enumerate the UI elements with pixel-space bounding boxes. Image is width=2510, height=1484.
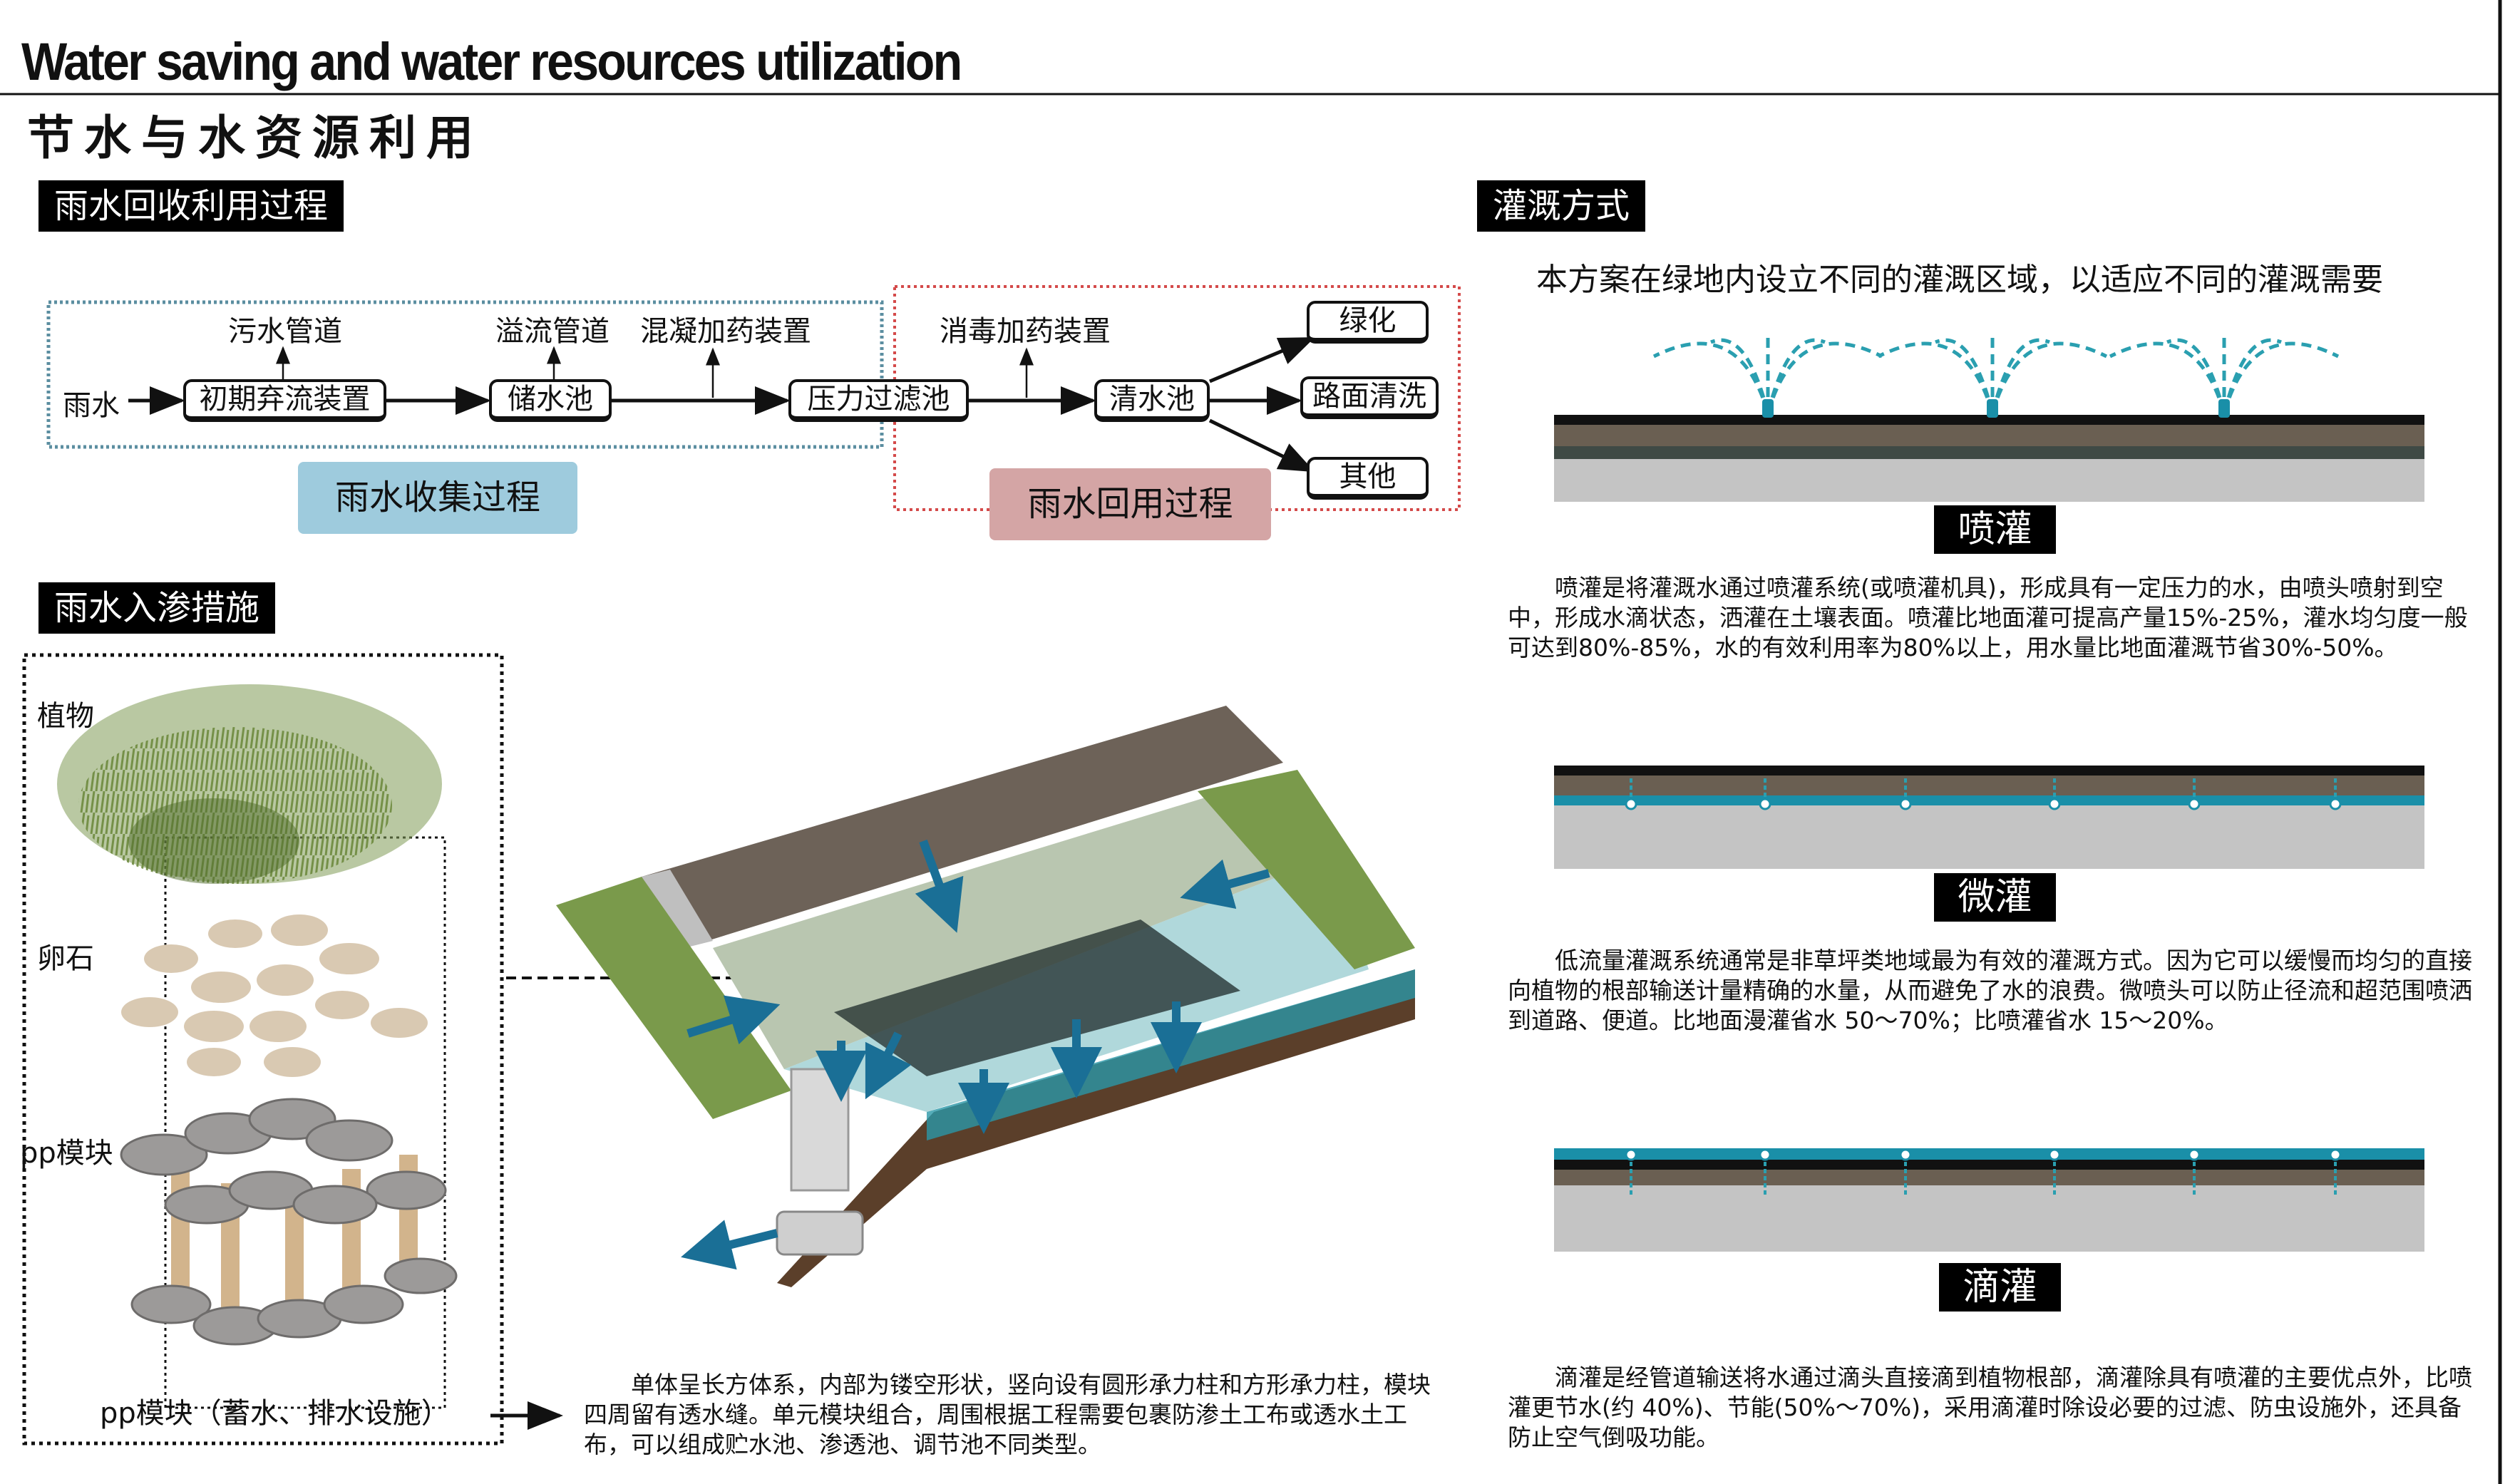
drip-irrigation-diagram bbox=[1554, 1148, 2424, 1252]
reuse-process-tag: 雨水回用过程 bbox=[989, 468, 1271, 540]
page-title-en: Water saving and water resources utiliza… bbox=[21, 32, 962, 91]
flow-node-pressure-filter: 压力过滤池 bbox=[788, 379, 969, 422]
branch-label-disinfectant: 消毒加药装置 bbox=[940, 315, 1111, 348]
method-name-drip: 滴灌 bbox=[1939, 1263, 2061, 1312]
section-label-rainwater-process: 雨水回收利用过程 bbox=[38, 180, 344, 232]
branch-arrows bbox=[276, 346, 1034, 398]
collection-region bbox=[46, 300, 884, 449]
flow-arrows bbox=[128, 336, 1315, 473]
output-other: 其他 bbox=[1307, 457, 1429, 500]
output-road-cleaning: 路面清洗 bbox=[1300, 376, 1439, 419]
method-text-drip: 滴灌是经管道输送将水通过滴头直接滴到植物根部，滴灌除具有喷灌的主要优点外，比喷灌… bbox=[1508, 1364, 2472, 1451]
bioretention-section-illustration bbox=[556, 706, 1415, 1287]
output-greening: 绿化 bbox=[1307, 301, 1429, 344]
sprinkler-diagram bbox=[1554, 335, 2424, 502]
pebble-illustration bbox=[121, 914, 428, 1077]
layer-label-pebbles: 卵石 bbox=[37, 942, 94, 975]
method-name-micro: 微灌 bbox=[1934, 873, 2056, 922]
pp-module-caption: pp模块（蓄水、排水设施） bbox=[100, 1397, 450, 1430]
layer-label-plants: 植物 bbox=[37, 700, 94, 733]
plant-illustration bbox=[57, 684, 442, 884]
layer-label-pp-module: pp模块 bbox=[20, 1137, 113, 1170]
method-text-micro: 低流量灌溉系统通常是非草坪类地域最为有效的灌溉方式。因为它可以缓慢而均匀的直接向… bbox=[1508, 947, 2472, 1034]
pp-module-description: 单体呈长方体系，内部为镂空形状，竖向设有圆形承力柱和方形承力柱，模块四周留有透水… bbox=[584, 1371, 1431, 1458]
branch-label-overflow: 溢流管道 bbox=[495, 315, 610, 348]
infiltration-frame bbox=[22, 653, 504, 1446]
irrigation-intro: 本方案在绿地内设立不同的灌溉区域，以适应不同的灌溉需要 bbox=[1536, 262, 2383, 298]
branch-label-coagulant: 混凝加药装置 bbox=[640, 315, 811, 348]
micro-irrigation-diagram bbox=[1554, 766, 2424, 869]
branch-label-sewer: 污水管道 bbox=[228, 315, 342, 348]
section-label-irrigation: 灌溉方式 bbox=[1477, 180, 1646, 232]
collection-process-tag: 雨水收集过程 bbox=[298, 462, 577, 534]
method-name-sprinkler: 喷灌 bbox=[1934, 505, 2056, 554]
flow-node-clear-water-tank: 清水池 bbox=[1094, 379, 1210, 422]
section-label-infiltration: 雨水入渗措施 bbox=[38, 582, 276, 634]
page-title-cn: 节水与水资源利用 bbox=[27, 110, 483, 165]
flow-node-storage-tank: 储水池 bbox=[489, 379, 612, 422]
method-text-sprinkler: 喷灌是将灌溉水通过喷灌系统(或喷灌机具)，形成具有一定压力的水，由喷头喷射到空中… bbox=[1508, 574, 2468, 661]
flow-node-initial-diversion: 初期弃流装置 bbox=[183, 379, 386, 422]
pp-module-illustration bbox=[120, 1098, 458, 1346]
flow-source: 雨水 bbox=[63, 389, 120, 422]
